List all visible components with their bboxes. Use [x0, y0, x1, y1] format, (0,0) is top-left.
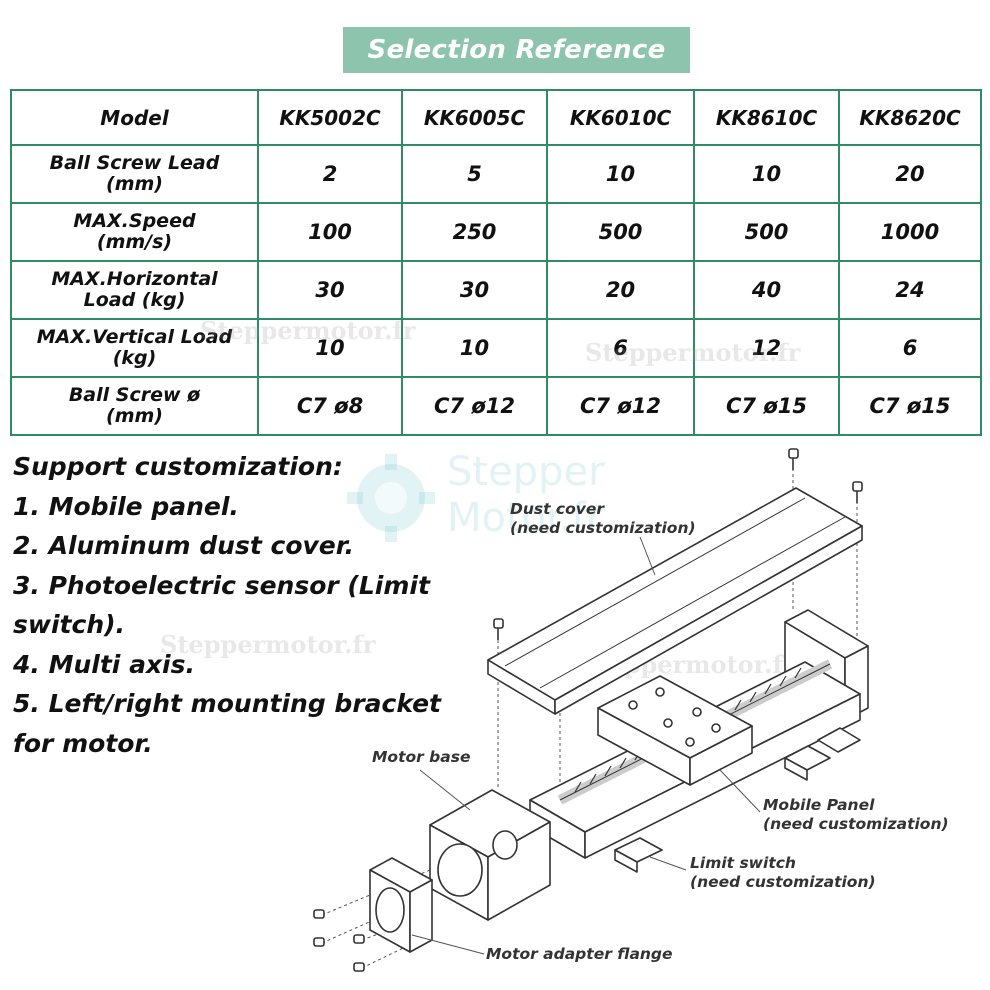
row-label-line: Load (kg) [83, 289, 186, 311]
table-header-row: Model KK5002C KK6005C KK6010C KK8610C KK… [10, 89, 982, 146]
list-item: 5. Left/right mounting bracket [13, 689, 441, 718]
callout-line: Motor base [372, 748, 471, 766]
table-cell: 12 [693, 318, 840, 378]
table-row: Ball Screw ø (mm) C7 ø8 C7 ø12 C7 ø12 C7… [10, 376, 982, 436]
list-item: 3. Photoelectric sensor (Limit [13, 570, 430, 600]
screw-icon [313, 909, 365, 972]
table-cell: 30 [401, 260, 548, 320]
row-label-line: MAX.Speed [73, 210, 196, 232]
gear-icon [347, 454, 435, 542]
selection-reference-table: Model KK5002C KK6005C KK6010C KK8610C KK… [10, 89, 982, 436]
table-cell: 6 [546, 318, 695, 378]
header-cell-model-name: KK8620C [838, 89, 982, 146]
table-cell: 6 [838, 318, 982, 378]
row-label-line: Ball Screw ø [68, 384, 201, 406]
row-label-line: (mm/s) [96, 231, 173, 253]
table-cell: C7 ø15 [693, 376, 840, 436]
list-item: for motor. [13, 728, 153, 758]
row-label: Ball Screw Lead (mm) [10, 144, 259, 204]
list-item: 1. Mobile panel. [13, 491, 239, 521]
table-cell: 24 [838, 260, 982, 320]
callout-line: Mobile Panel [763, 796, 875, 814]
table-cell: 250 [401, 202, 548, 262]
callout-line: (need customization) [690, 873, 876, 891]
row-label: Ball Screw ø (mm) [10, 376, 259, 436]
table-cell: 10 [401, 318, 548, 378]
table-cell: 10 [546, 144, 695, 204]
callout-motor-base: Motor base [372, 748, 470, 767]
watermark-text: Steppermotor.fr [200, 316, 416, 345]
callout-mobile-panel: Mobile Panel (need customization) [763, 796, 949, 834]
table-cell: 500 [693, 202, 840, 262]
table-row: Ball Screw Lead (mm) 2 5 10 10 20 [10, 144, 982, 204]
callout-line: Limit switch [690, 854, 796, 872]
limit-switch-part [614, 727, 861, 873]
row-label-line: Ball Screw Lead [49, 152, 220, 174]
motor-base-part [429, 789, 551, 921]
header-cell-model-name: KK6010C [546, 89, 695, 146]
callout-line: (need customization) [763, 815, 949, 833]
dust-cover-part [487, 487, 863, 715]
row-label: MAX.Vertical Load (kg) [10, 318, 259, 378]
section-title-banner: Selection Reference [343, 27, 690, 73]
table-row: MAX.Vertical Load (kg) 10 10 6 12 6 [10, 318, 982, 378]
table-cell: 2 [257, 144, 403, 204]
section-title: Selection Reference [367, 35, 666, 65]
watermark-logo-text: Stepper [447, 449, 605, 495]
table-cell: 1000 [838, 202, 982, 262]
table-cell: 100 [257, 202, 403, 262]
callout-limit-switch: Limit switch (need customization) [690, 854, 876, 892]
callout-motor-adapter-flange: Motor adapter flange [486, 945, 673, 964]
customization-heading: Support customization: [13, 452, 343, 481]
callout-line: Motor adapter flange [486, 945, 673, 963]
list-item: switch). [13, 610, 126, 639]
table-cell: 20 [546, 260, 695, 320]
row-label-line: MAX.Vertical Load [36, 326, 233, 348]
table-cell: 10 [257, 318, 403, 378]
table-cell: C7 ø15 [838, 376, 982, 436]
header-cell-model-name: KK8610C [693, 89, 840, 146]
motor-adapter-flange-part [369, 857, 433, 953]
table-cell: C7 ø12 [546, 376, 695, 436]
row-label: MAX.Horizontal Load (kg) [10, 260, 259, 320]
header-cell-model-name: KK6005C [401, 89, 548, 146]
table-cell: 5 [401, 144, 548, 204]
table-cell: 500 [546, 202, 695, 262]
header-cell-model: Model [10, 89, 259, 146]
table-cell: 20 [838, 144, 982, 204]
row-label: MAX.Speed (mm/s) [10, 202, 259, 262]
watermark-text: Steppermotor.fr [585, 338, 801, 367]
header-cell-model-name: KK5002C [257, 89, 403, 146]
watermark-logo-text: Motor.fr [447, 495, 603, 541]
list-item: 4. Multi axis. [13, 649, 196, 679]
row-label-line: (mm) [106, 173, 163, 195]
row-label-line: MAX.Horizontal [51, 268, 218, 290]
customization-list: Support customization: 1. Mobile panel. … [13, 447, 483, 763]
table-cell: 30 [257, 260, 403, 320]
list-item: 2. Aluminum dust cover. [13, 531, 355, 560]
table-cell: 10 [693, 144, 840, 204]
linear-module-exploded-diagram [313, 448, 869, 972]
table-cell: C7 ø8 [257, 376, 403, 436]
row-label-line: (mm) [106, 405, 163, 427]
callout-dust-cover: Dust cover (need customization) [510, 500, 696, 538]
watermark-text: Steppermotor.fr [160, 630, 376, 659]
table-row: MAX.Horizontal Load (kg) 30 30 20 40 24 [10, 260, 982, 320]
mobile-panel-part [597, 675, 753, 786]
row-label-line: (kg) [112, 347, 157, 369]
table-cell: C7 ø12 [401, 376, 548, 436]
callout-line: (need customization) [510, 519, 696, 537]
callout-line: Dust cover [510, 500, 605, 518]
table-row: MAX.Speed (mm/s) 100 250 500 500 1000 [10, 202, 982, 262]
table-cell: 40 [693, 260, 840, 320]
